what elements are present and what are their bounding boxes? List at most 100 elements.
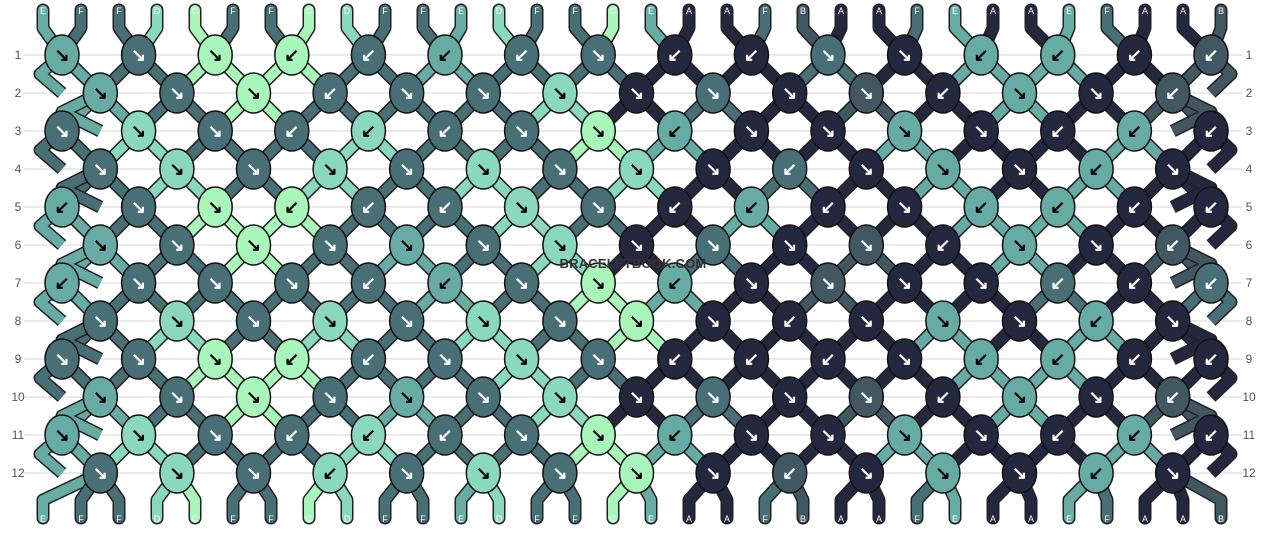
knot-direction-arrow: ↘ — [323, 235, 338, 255]
knot-direction-arrow: ↙ — [437, 45, 452, 65]
knot-shape — [925, 300, 961, 342]
knot: ↙ — [350, 186, 387, 228]
knot-shape — [542, 72, 578, 114]
knot-direction-arrow: ↘ — [629, 235, 644, 255]
knot-shape — [1154, 376, 1191, 418]
knot: ↘ — [771, 376, 808, 418]
strand-label-bottom: D — [344, 514, 351, 524]
knot-shape — [503, 414, 540, 456]
knot-shape — [963, 414, 999, 456]
strand-label-bottom: E — [1066, 514, 1072, 524]
knot-direction-arrow: ↘ — [859, 311, 874, 331]
strand-label-bottom: F — [116, 514, 122, 524]
knot: ↘ — [618, 376, 655, 418]
knot-direction-arrow: ↘ — [131, 121, 146, 141]
knot-shape — [465, 72, 502, 114]
knot-shape — [580, 338, 616, 380]
knot: ↘ — [503, 338, 540, 380]
knot-shape — [810, 186, 846, 228]
knot-direction-arrow: ↘ — [706, 83, 721, 103]
knot-shape — [427, 414, 463, 456]
knot-shape — [848, 72, 885, 114]
knot-direction-arrow: ↘ — [399, 159, 414, 179]
knot-direction-arrow: ↘ — [93, 159, 108, 179]
knot-direction-arrow: ↘ — [476, 463, 491, 483]
knot: ↘ — [1001, 224, 1038, 266]
knot-shape — [350, 414, 387, 456]
knot-direction-arrow: ↙ — [514, 45, 529, 65]
knot-direction-arrow: ↘ — [591, 349, 606, 369]
strand-label-bottom: D — [496, 514, 503, 524]
knot: ↙ — [44, 262, 80, 304]
knot-shape — [44, 110, 80, 152]
knot-direction-arrow: ↙ — [1203, 197, 1218, 217]
knot: ↘ — [120, 186, 157, 228]
knot: ↘ — [388, 452, 425, 494]
knot-direction-arrow: ↘ — [1012, 311, 1027, 331]
knot-shape — [235, 300, 272, 342]
knot-direction-arrow: ↘ — [476, 387, 491, 407]
knot: ↘ — [580, 110, 616, 152]
knot-direction-arrow: ↙ — [1203, 121, 1218, 141]
knot-direction-arrow: ↘ — [552, 235, 567, 255]
knot-shape — [886, 186, 923, 228]
row-number-right: 7 — [1246, 276, 1253, 290]
knot: ↘ — [733, 262, 770, 304]
knot-shape — [235, 148, 272, 190]
knot-direction-arrow: ↙ — [820, 349, 835, 369]
knot-shape — [159, 376, 195, 418]
knot-direction-arrow: ↘ — [552, 387, 567, 407]
knot-direction-arrow: ↙ — [1127, 45, 1142, 65]
strand-label-bottom: F — [914, 514, 920, 524]
knot: ↘ — [388, 376, 425, 418]
knot: ↙ — [1193, 34, 1229, 76]
knot: ↙ — [1116, 34, 1153, 76]
knot: ↘ — [388, 148, 425, 190]
knot-direction-arrow: ↙ — [820, 197, 835, 217]
strand-label-bottom: E — [40, 514, 46, 524]
knot-direction-arrow: ↘ — [1089, 235, 1104, 255]
knot-direction-arrow: ↘ — [820, 45, 835, 65]
knot-direction-arrow: ↘ — [552, 159, 567, 179]
knot-direction-arrow: ↘ — [93, 463, 108, 483]
knot: ↘ — [1078, 224, 1114, 266]
knot-direction-arrow: ↘ — [514, 121, 529, 141]
knot: ↙ — [427, 34, 463, 76]
knot: ↘ — [848, 452, 885, 494]
knot-direction-arrow: ↘ — [897, 349, 912, 369]
knot: ↘ — [44, 414, 80, 456]
strand-label-top: F — [382, 6, 388, 16]
knot: ↙ — [771, 452, 808, 494]
strand-label-top: F — [572, 6, 578, 16]
knot-direction-arrow: ↙ — [284, 349, 299, 369]
knot-direction-arrow: ↙ — [284, 45, 299, 65]
knot: ↙ — [925, 72, 961, 114]
knot-shape — [848, 300, 885, 342]
knot-shape — [542, 224, 578, 266]
knot: ↘ — [886, 110, 923, 152]
row-number-left: 9 — [15, 352, 22, 366]
knot-shape — [159, 452, 195, 494]
knot-direction-arrow: ↘ — [935, 463, 950, 483]
knot-shape — [1116, 262, 1153, 304]
knot: ↙ — [925, 224, 961, 266]
knot-shape — [657, 186, 693, 228]
knot: ↙ — [1193, 186, 1229, 228]
knot-direction-arrow: ↙ — [1165, 387, 1180, 407]
knot-shape — [235, 376, 272, 418]
knot-direction-arrow: ↘ — [93, 311, 108, 331]
knot: ↘ — [120, 338, 157, 380]
knot-shape — [197, 34, 233, 76]
knot-shape — [274, 186, 310, 228]
knot: ↘ — [542, 452, 578, 494]
row-number-right: 4 — [1246, 162, 1253, 176]
watermark: BRACELETBOOK.COM — [560, 256, 707, 271]
knot-shape — [925, 72, 961, 114]
knot-shape — [542, 148, 578, 190]
knot-shape — [350, 338, 387, 380]
knot: ↙ — [771, 300, 808, 342]
knot-direction-arrow: ↘ — [897, 121, 912, 141]
knot: ↘ — [465, 224, 502, 266]
knot-direction-arrow: ↙ — [361, 121, 376, 141]
knot: ↘ — [886, 262, 923, 304]
